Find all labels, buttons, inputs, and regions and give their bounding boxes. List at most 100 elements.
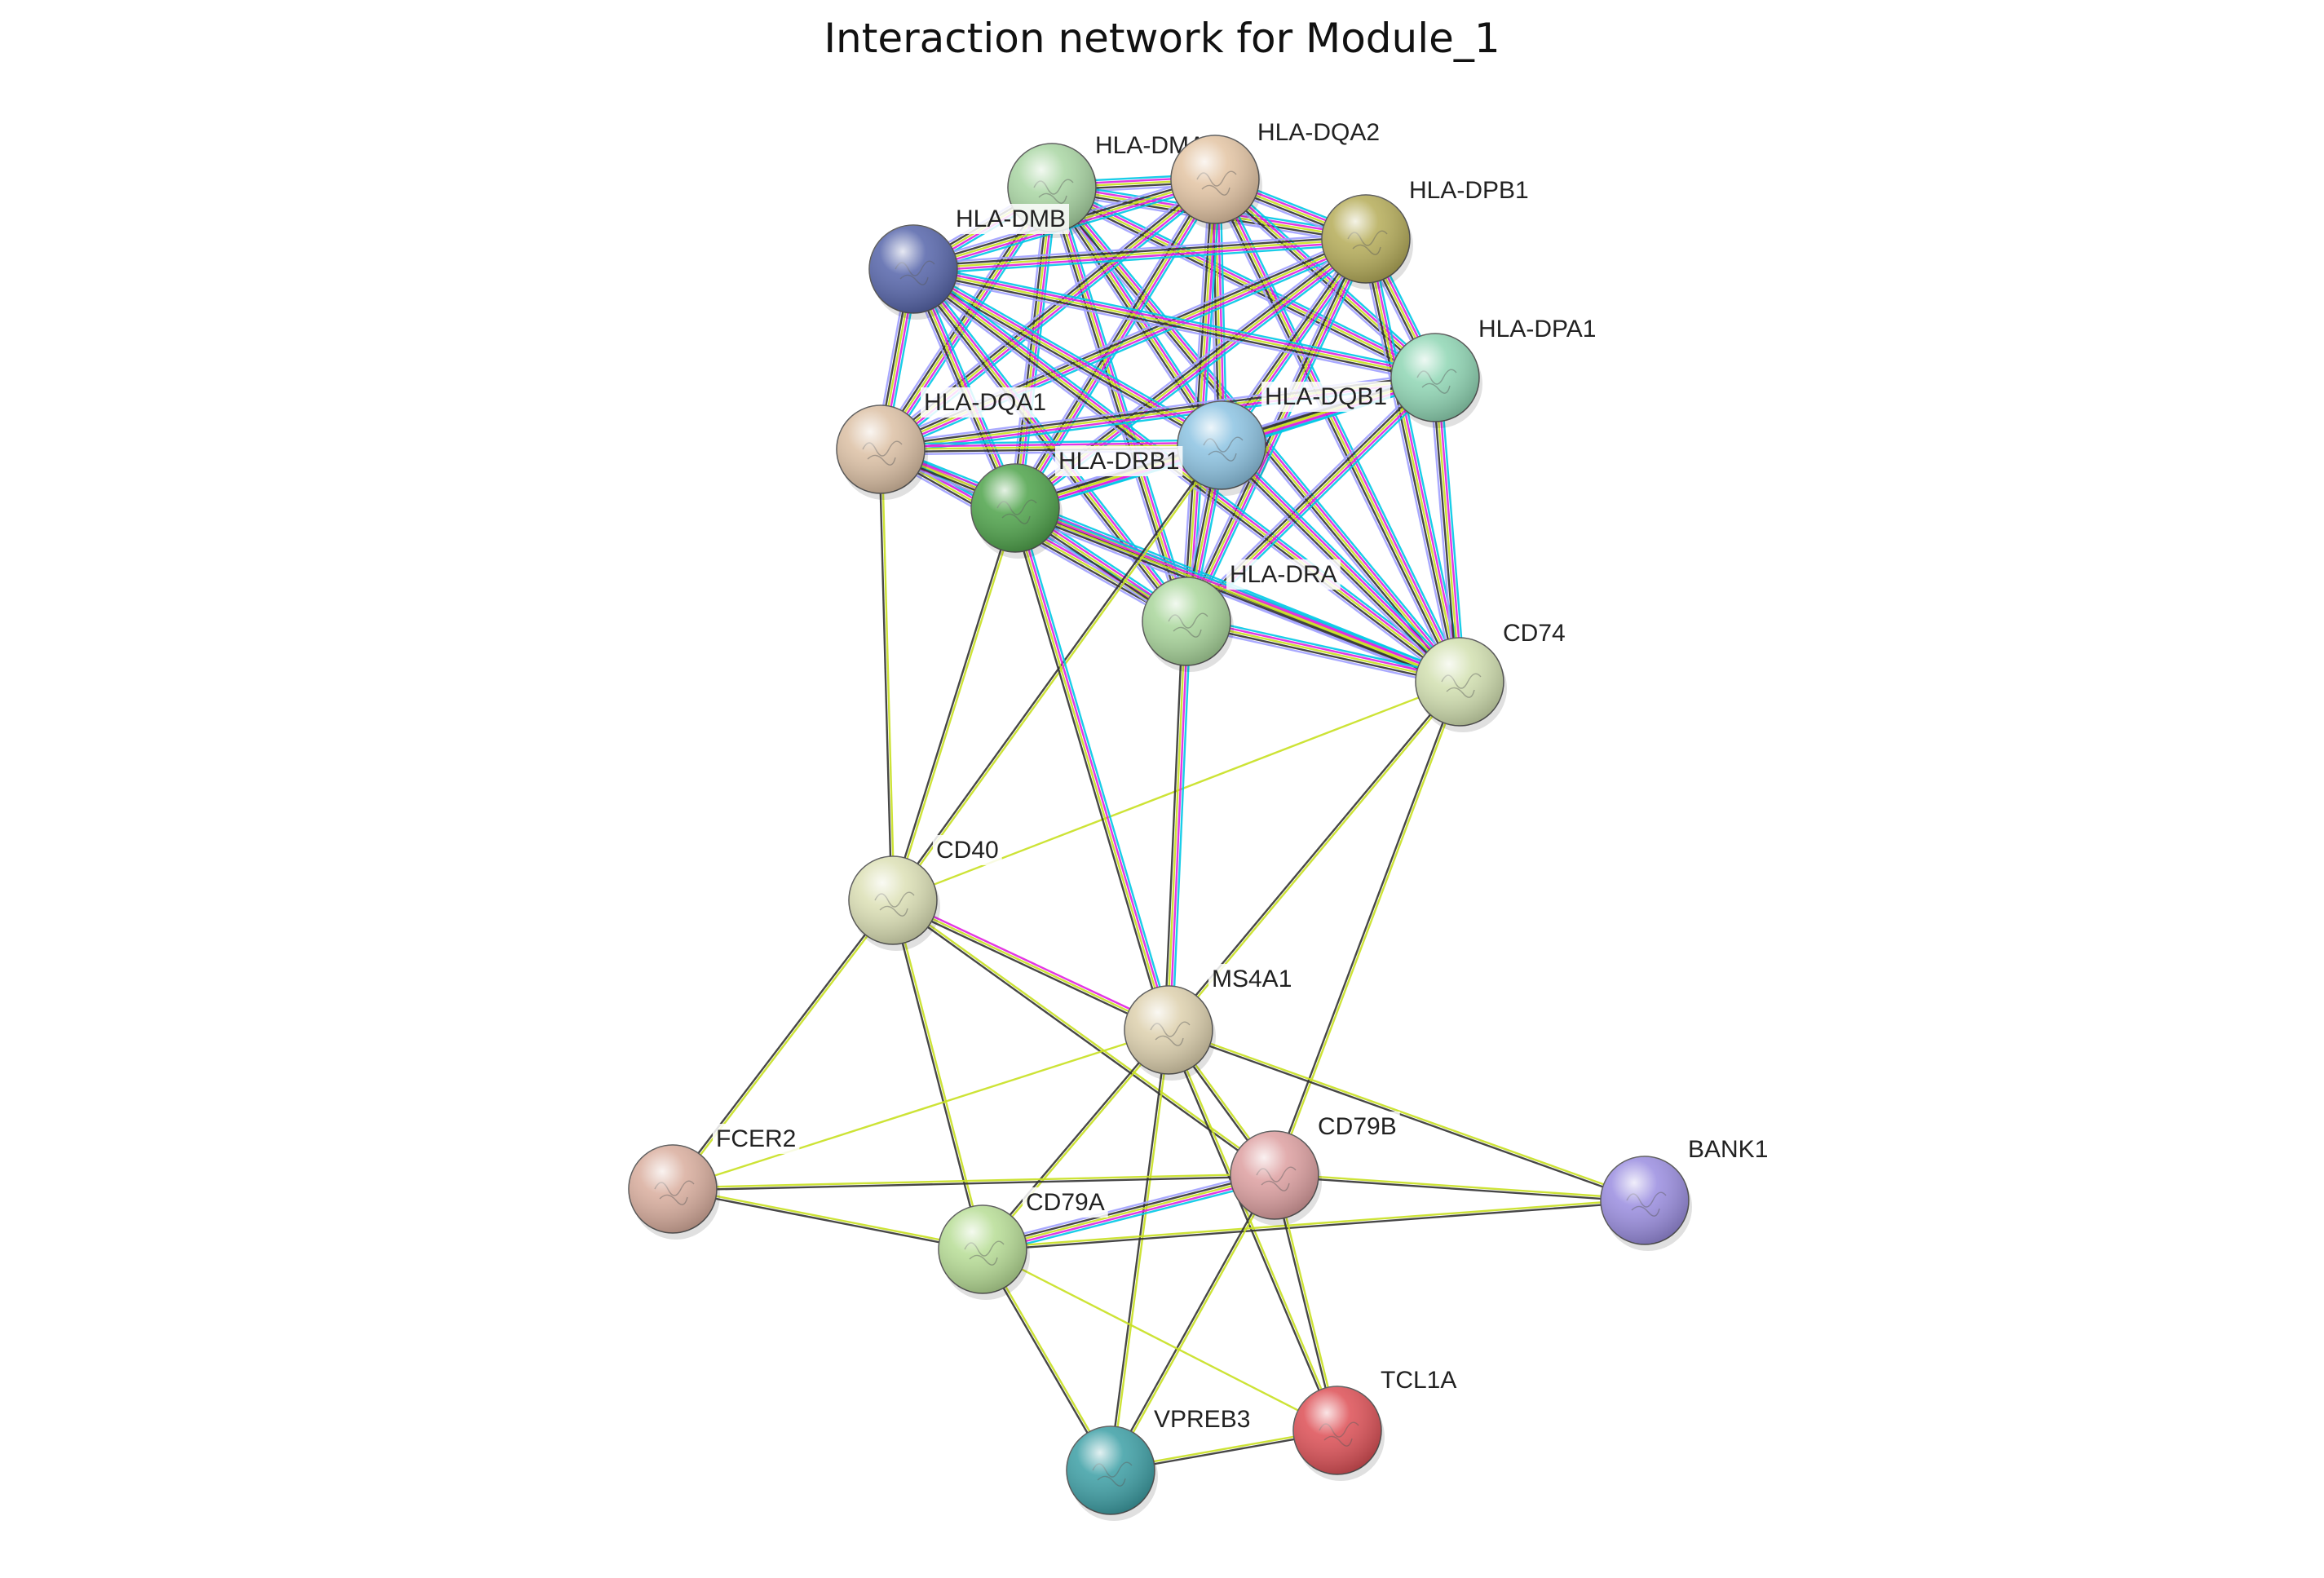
node-label-background	[1151, 1404, 1254, 1434]
node-HLA-DRA[interactable]: HLA-DRA	[1142, 559, 1341, 672]
edge-evidence-homology	[1013, 511, 1459, 688]
node-label: HLA-DQA2	[1257, 119, 1380, 146]
edge-evidence-txt	[1185, 179, 1217, 622]
edge-evidence-txt	[1221, 444, 1460, 683]
edge-evidence-exp	[913, 265, 1436, 377]
edge-evidence-coexp	[1011, 187, 1051, 508]
edge-evidence-txt	[912, 267, 1222, 447]
node-MS4A1[interactable]: MS4A1	[1124, 964, 1296, 1081]
edge-evidence-exp	[1052, 184, 1437, 377]
node-highlight	[1391, 334, 1479, 422]
node-label-background	[1314, 1112, 1400, 1142]
edge-evidence-txt	[912, 267, 1436, 379]
edge-evidence-exp	[1436, 377, 1464, 682]
edge-evidence-txt	[1214, 179, 1436, 378]
edge-evidence-db	[1018, 506, 1173, 1029]
edge-evidence-homology	[1429, 378, 1456, 683]
node-HLA-DPA1[interactable]: HLA-DPA1	[1390, 314, 1600, 428]
edge-evidence-homology	[912, 273, 1434, 384]
edge-evidence-coexp	[912, 270, 1435, 382]
edge-HLA-DPA1-CD74	[1429, 377, 1466, 683]
edge-evidence-db	[913, 243, 1367, 276]
edge-evidence-coexp	[1164, 621, 1184, 1030]
edge-evidence-exp	[1186, 617, 1460, 681]
node-HLA-DRB1[interactable]: HLA-DRB1	[970, 446, 1183, 559]
node-label-background	[952, 204, 1070, 234]
node-highlight	[1171, 135, 1259, 223]
node-CD40[interactable]: CD40	[848, 835, 1002, 951]
node-highlight	[1230, 1131, 1319, 1219]
node-VPREB3[interactable]: VPREB3	[1066, 1404, 1254, 1521]
edge-evidence-coexp	[912, 235, 1366, 268]
edge-evidence-coexp	[670, 899, 893, 1189]
edge-evidence-homology	[1185, 625, 1459, 688]
edge-evidence-coexp	[1014, 509, 1460, 686]
edge-evidence-exp	[1016, 188, 1056, 509]
node-label: MS4A1	[1212, 966, 1292, 992]
node-CD79B[interactable]: CD79B	[1230, 1112, 1400, 1226]
node-BANK1[interactable]: BANK1	[1600, 1134, 1772, 1251]
edge-evidence-exp	[983, 1176, 1276, 1253]
edge-evidence-coexp	[1108, 1029, 1169, 1470]
node-label-background	[1226, 559, 1341, 590]
edge-evidence-exp	[1187, 179, 1219, 622]
node-label: CD40	[936, 837, 999, 864]
edge-evidence-homology	[981, 1169, 1274, 1245]
node-TCL1A[interactable]: TCL1A	[1292, 1365, 1460, 1481]
edge-FCER2-CD79B	[672, 1173, 1275, 1191]
edge-evidence-db	[884, 189, 1058, 453]
node-HLA-DMB[interactable]: HLA-DMB	[868, 204, 1070, 320]
node-label-background	[1500, 618, 1569, 648]
node-HLA-DPB1[interactable]: HLA-DPB1	[1321, 175, 1532, 290]
edge-evidence-homology	[1182, 373, 1433, 619]
edge-evidence-coexp	[1212, 179, 1459, 683]
edge-evidence-txt	[1275, 1173, 1646, 1200]
edge-evidence-txt	[1364, 238, 1461, 683]
node-HLA-DQA1[interactable]: HLA-DQA1	[836, 387, 1050, 500]
edge-evidence-coexp	[1274, 1175, 1645, 1203]
edge-HLA-DRB1-MS4A1	[1010, 506, 1173, 1032]
node-FCER2[interactable]: FCER2	[628, 1124, 800, 1240]
edge-evidence-txt	[982, 1198, 1645, 1249]
edge-evidence-db	[1171, 621, 1191, 1031]
edge-evidence-coexp	[983, 1200, 1646, 1252]
node-label: BANK1	[1688, 1136, 1768, 1163]
edge-evidence-coexp	[1183, 374, 1434, 621]
edge-evidence-homology	[909, 272, 1457, 687]
node-label: TCL1A	[1381, 1367, 1456, 1394]
node-HLA-DQA2[interactable]: HLA-DQA2	[1170, 117, 1384, 230]
edge-evidence-coexp	[891, 901, 1169, 1033]
node-highlight	[1601, 1156, 1689, 1244]
edge-evidence-coexp	[1168, 1030, 1645, 1203]
edge-evidence-db	[983, 1179, 1276, 1256]
node-highlight	[1067, 1426, 1155, 1514]
node-label-background	[1208, 964, 1296, 994]
edge-evidence-txt	[1111, 1175, 1277, 1472]
edge-evidence-coexp	[890, 507, 1015, 900]
node-highlight	[1124, 986, 1213, 1074]
edge-CD40-MS4A1	[891, 897, 1170, 1033]
node-highlight	[1142, 577, 1230, 665]
edge-evidence-coexp	[981, 1171, 1275, 1249]
node-label: HLA-DPB1	[1409, 177, 1529, 204]
node-label: VPREB3	[1154, 1406, 1250, 1433]
edge-CD40-FCER2	[670, 899, 895, 1191]
edge-HLA-DRA-MS4A1	[1164, 621, 1191, 1031]
edge-evidence-exp	[1222, 442, 1463, 681]
node-CD74[interactable]: CD74	[1415, 618, 1569, 732]
edge-HLA-DQA1-CD40	[878, 449, 895, 901]
edge-evidence-txt	[912, 237, 1367, 271]
edge-CD79B-VPREB3	[1108, 1174, 1277, 1472]
edge-MS4A1-BANK1	[1168, 1028, 1646, 1203]
node-label: CD74	[1503, 620, 1566, 647]
node-HLA-DQB1[interactable]: HLA-DQB1	[1177, 382, 1391, 496]
edge-evidence-db	[1224, 440, 1465, 679]
edge-evidence-exp	[1367, 238, 1464, 682]
node-CD79A[interactable]: CD79A	[938, 1187, 1108, 1300]
edge-evidence-coexp	[911, 270, 1459, 685]
edge-evidence-exp	[1216, 178, 1463, 682]
edge-FCER2-CD79A	[672, 1187, 983, 1252]
edge-evidence-homology	[912, 232, 1366, 265]
edge-evidence-db	[914, 263, 1437, 374]
